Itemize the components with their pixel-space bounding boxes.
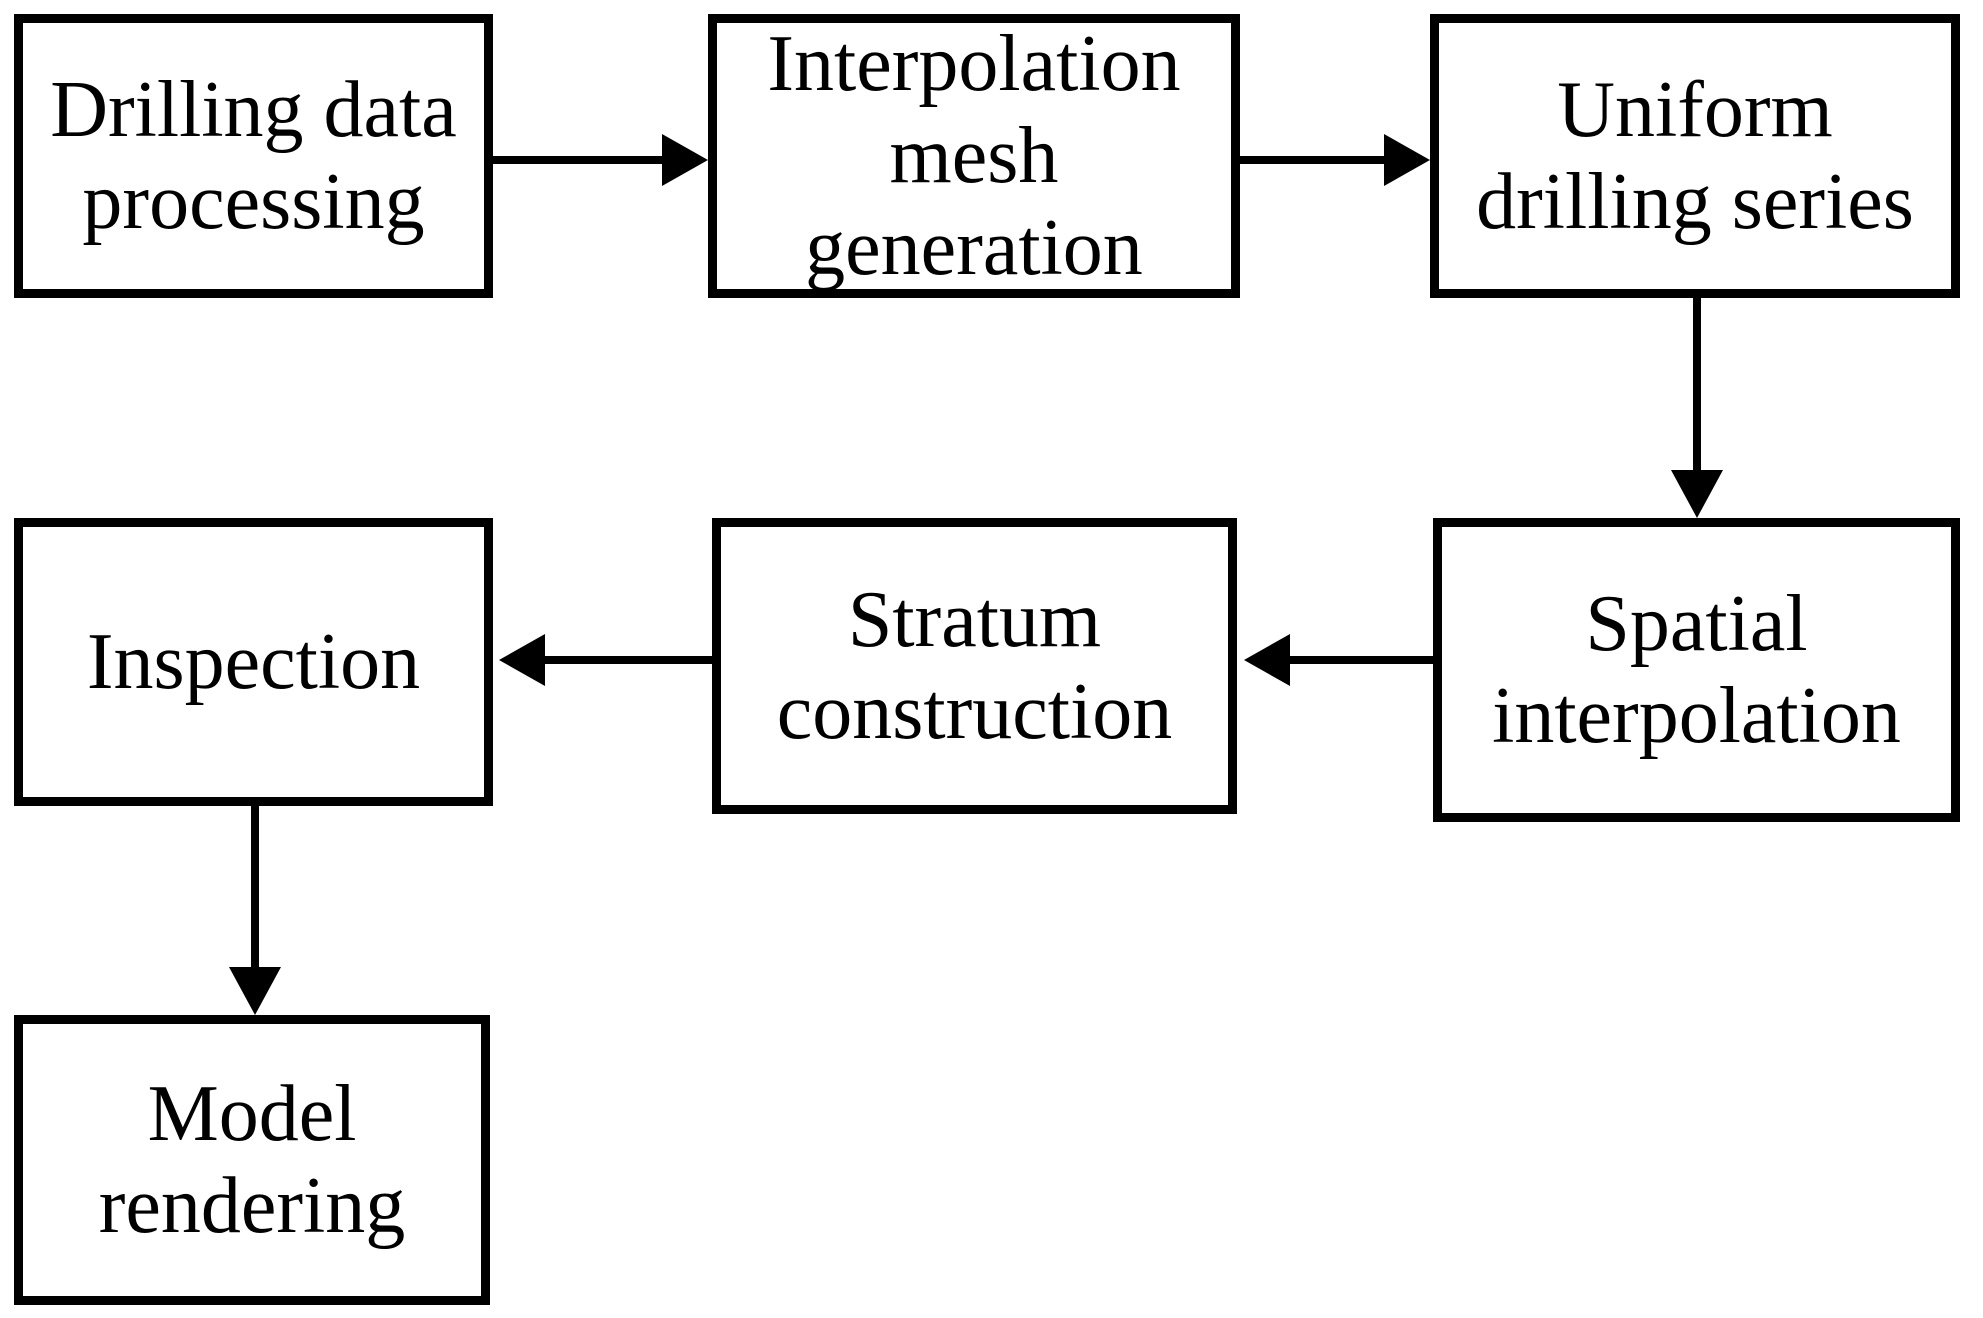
arrow-stratum-to-inspection	[499, 634, 712, 686]
node-label: Uniform drilling series	[1476, 66, 1914, 246]
arrowhead-left-icon	[499, 634, 545, 686]
arrowhead-down-icon	[1671, 470, 1723, 518]
node-stratum-construction: Stratum construction	[712, 518, 1237, 814]
node-label: Stratum construction	[776, 576, 1173, 756]
arrow-spatial-to-stratum	[1244, 634, 1433, 686]
node-inspection: Inspection	[14, 518, 493, 806]
arrow-drilling-to-mesh	[493, 134, 708, 186]
arrowhead-right-icon	[662, 134, 708, 186]
node-uniform-drilling-series: Uniform drilling series	[1430, 14, 1960, 298]
arrowhead-left-icon	[1244, 634, 1290, 686]
node-model-rendering: Model rendering	[14, 1015, 490, 1305]
node-label: Inspection	[86, 618, 421, 706]
arrowhead-right-icon	[1384, 134, 1430, 186]
arrow-uniform-to-spatial	[1671, 298, 1723, 518]
node-interpolation-mesh-generation: Interpolation mesh generation	[708, 14, 1240, 298]
node-label: Spatial interpolation	[1492, 580, 1901, 760]
node-label: Drilling data processing	[50, 66, 457, 246]
node-spatial-interpolation: Spatial interpolation	[1433, 518, 1960, 822]
node-label: Model rendering	[98, 1070, 406, 1250]
node-drilling-data-processing: Drilling data processing	[14, 14, 493, 298]
node-label: Interpolation mesh generation	[767, 20, 1181, 292]
arrow-inspection-to-model	[229, 806, 281, 1015]
arrow-mesh-to-uniform	[1240, 134, 1430, 186]
arrowhead-down-icon	[229, 967, 281, 1015]
